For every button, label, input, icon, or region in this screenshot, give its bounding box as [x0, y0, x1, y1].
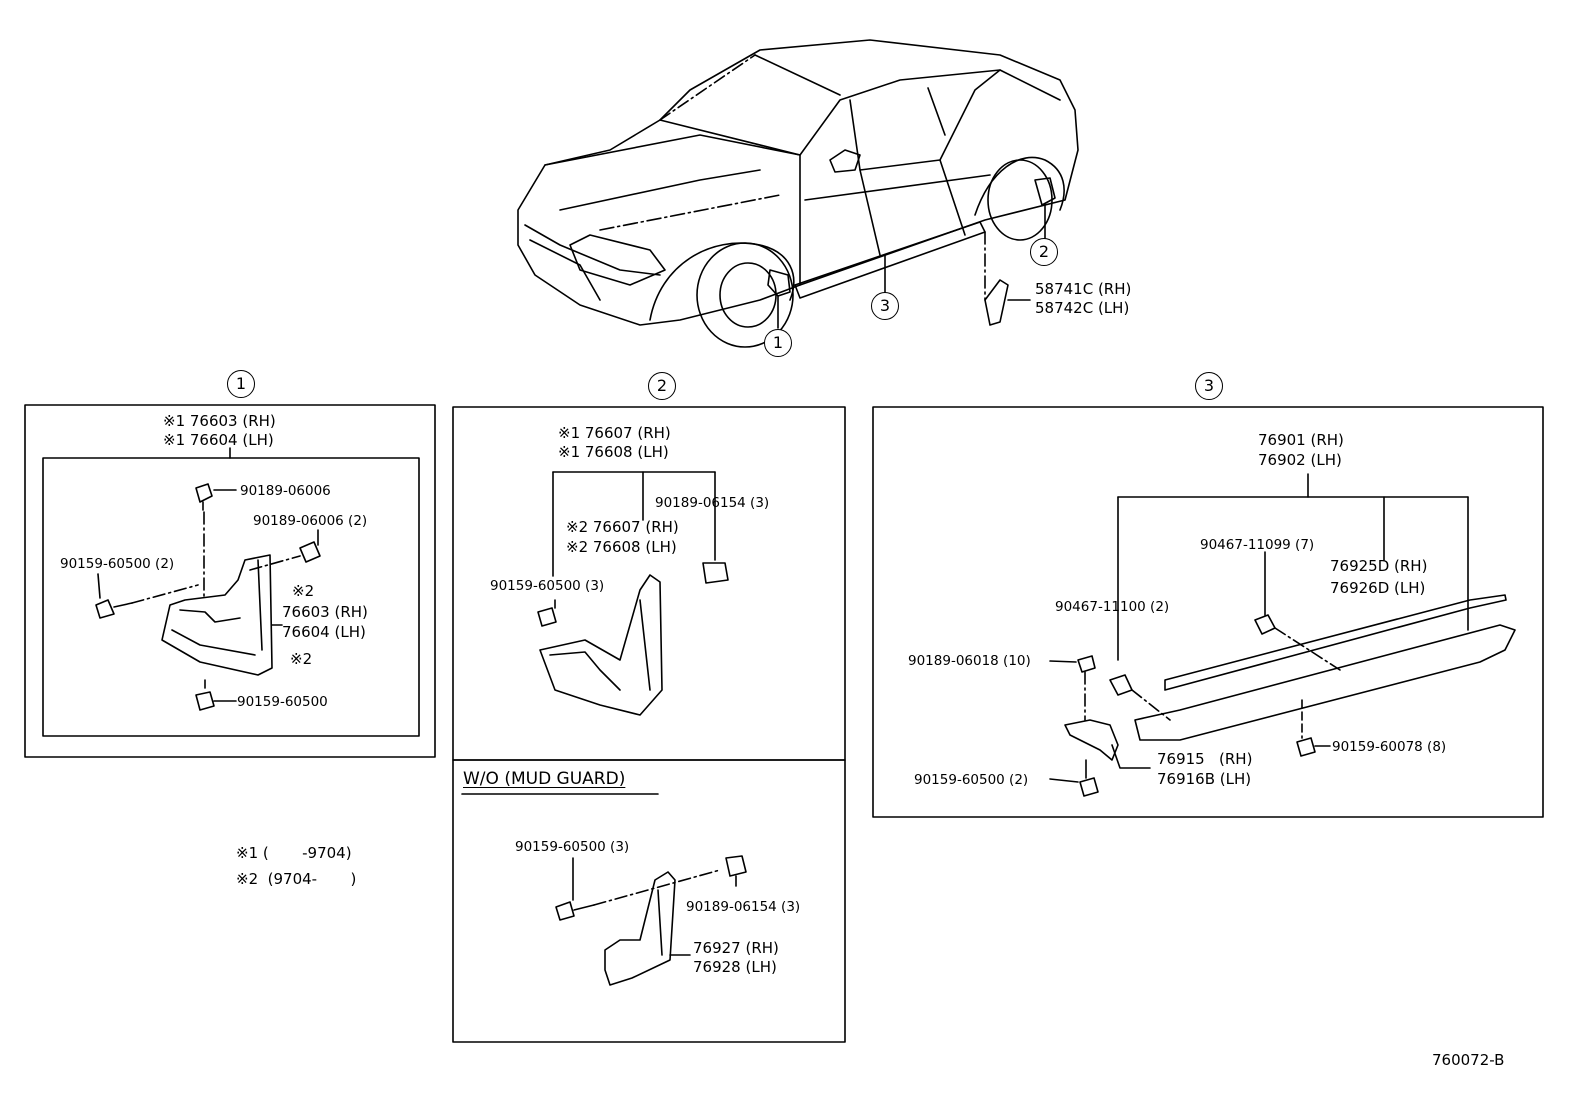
callout-1-car: 1 [764, 329, 792, 357]
figure-code: 760072-B [1432, 1051, 1505, 1069]
p1-clip-side: 90189-06006 (2) [253, 513, 368, 529]
p3-screw-b: 90159-60500 (2) [914, 772, 1029, 788]
flap-lh-label: 58742C (LH) [1035, 299, 1130, 317]
p2-mid-lh: ※2 76608 (LH) [566, 538, 677, 556]
p3-brk-rh: 76915 (RH) [1157, 750, 1253, 768]
p3-top-rh: 76901 (RH) [1258, 431, 1344, 449]
p2-clip: 90189-06154 (3) [655, 495, 770, 511]
p1-guard-lh: 76604 (LH) [282, 623, 366, 641]
p3-mould-lh: 76926D (LH) [1330, 579, 1426, 597]
p3-clip-b: 90467-11100 (2) [1055, 599, 1170, 615]
p1-mark2b: ※2 [290, 650, 313, 668]
panel-3-frame [872, 406, 1544, 818]
flap-rh-label: 58741C (RH) [1035, 280, 1132, 298]
p2-top-rh: ※1 76607 (RH) [558, 424, 671, 442]
p3-clip-a: 90467-11099 (7) [1200, 537, 1315, 553]
panel-3-callout: 3 [1195, 372, 1223, 400]
panel-1-callout: 1 [227, 370, 255, 398]
note-2: ※2 (9704- ) [236, 870, 357, 888]
p3-clip-c: 90189-06018 (10) [908, 653, 1031, 669]
p1-top-rh: ※1 76603 (RH) [163, 412, 276, 430]
p2-mid-rh: ※2 76607 (RH) [566, 518, 679, 536]
p1-top-lh: ※1 76604 (LH) [163, 431, 274, 449]
p2-top-lh: ※1 76608 (LH) [558, 443, 669, 461]
car-illustration [517, 39, 1079, 348]
p2-sub-title: W/O (MUD GUARD) [463, 769, 626, 789]
callout-2-car: 2 [1030, 238, 1058, 266]
note-1: ※1 ( -9704) [236, 844, 352, 862]
p2-screw: 90159-60500 (3) [490, 578, 605, 594]
p3-screw-a: 90159-60078 (8) [1332, 739, 1447, 755]
p1-screw-bottom: 90159-60500 [237, 694, 328, 710]
p2-sub-screw: 90159-60500 (3) [515, 839, 630, 855]
panel-2-frame [452, 406, 846, 1043]
callout-3-car: 3 [871, 292, 899, 320]
p3-mould-rh: 76925D (RH) [1330, 557, 1428, 575]
p2-sub-rh: 76927 (RH) [693, 939, 779, 957]
p2-sub-lh: 76928 (LH) [693, 958, 777, 976]
panel-1-frame [24, 404, 436, 758]
p1-screw-left: 90159-60500 (2) [60, 556, 175, 572]
p3-brk-lh: 76916B (LH) [1157, 770, 1252, 788]
p1-guard-rh: 76603 (RH) [282, 603, 368, 621]
p3-top-lh: 76902 (LH) [1258, 451, 1342, 469]
panel-2-callout: 2 [648, 372, 676, 400]
p1-clip-top: 90189-06006 [240, 483, 331, 499]
p1-mark2a: ※2 [292, 582, 315, 600]
p2-sub-clip: 90189-06154 (3) [686, 899, 801, 915]
